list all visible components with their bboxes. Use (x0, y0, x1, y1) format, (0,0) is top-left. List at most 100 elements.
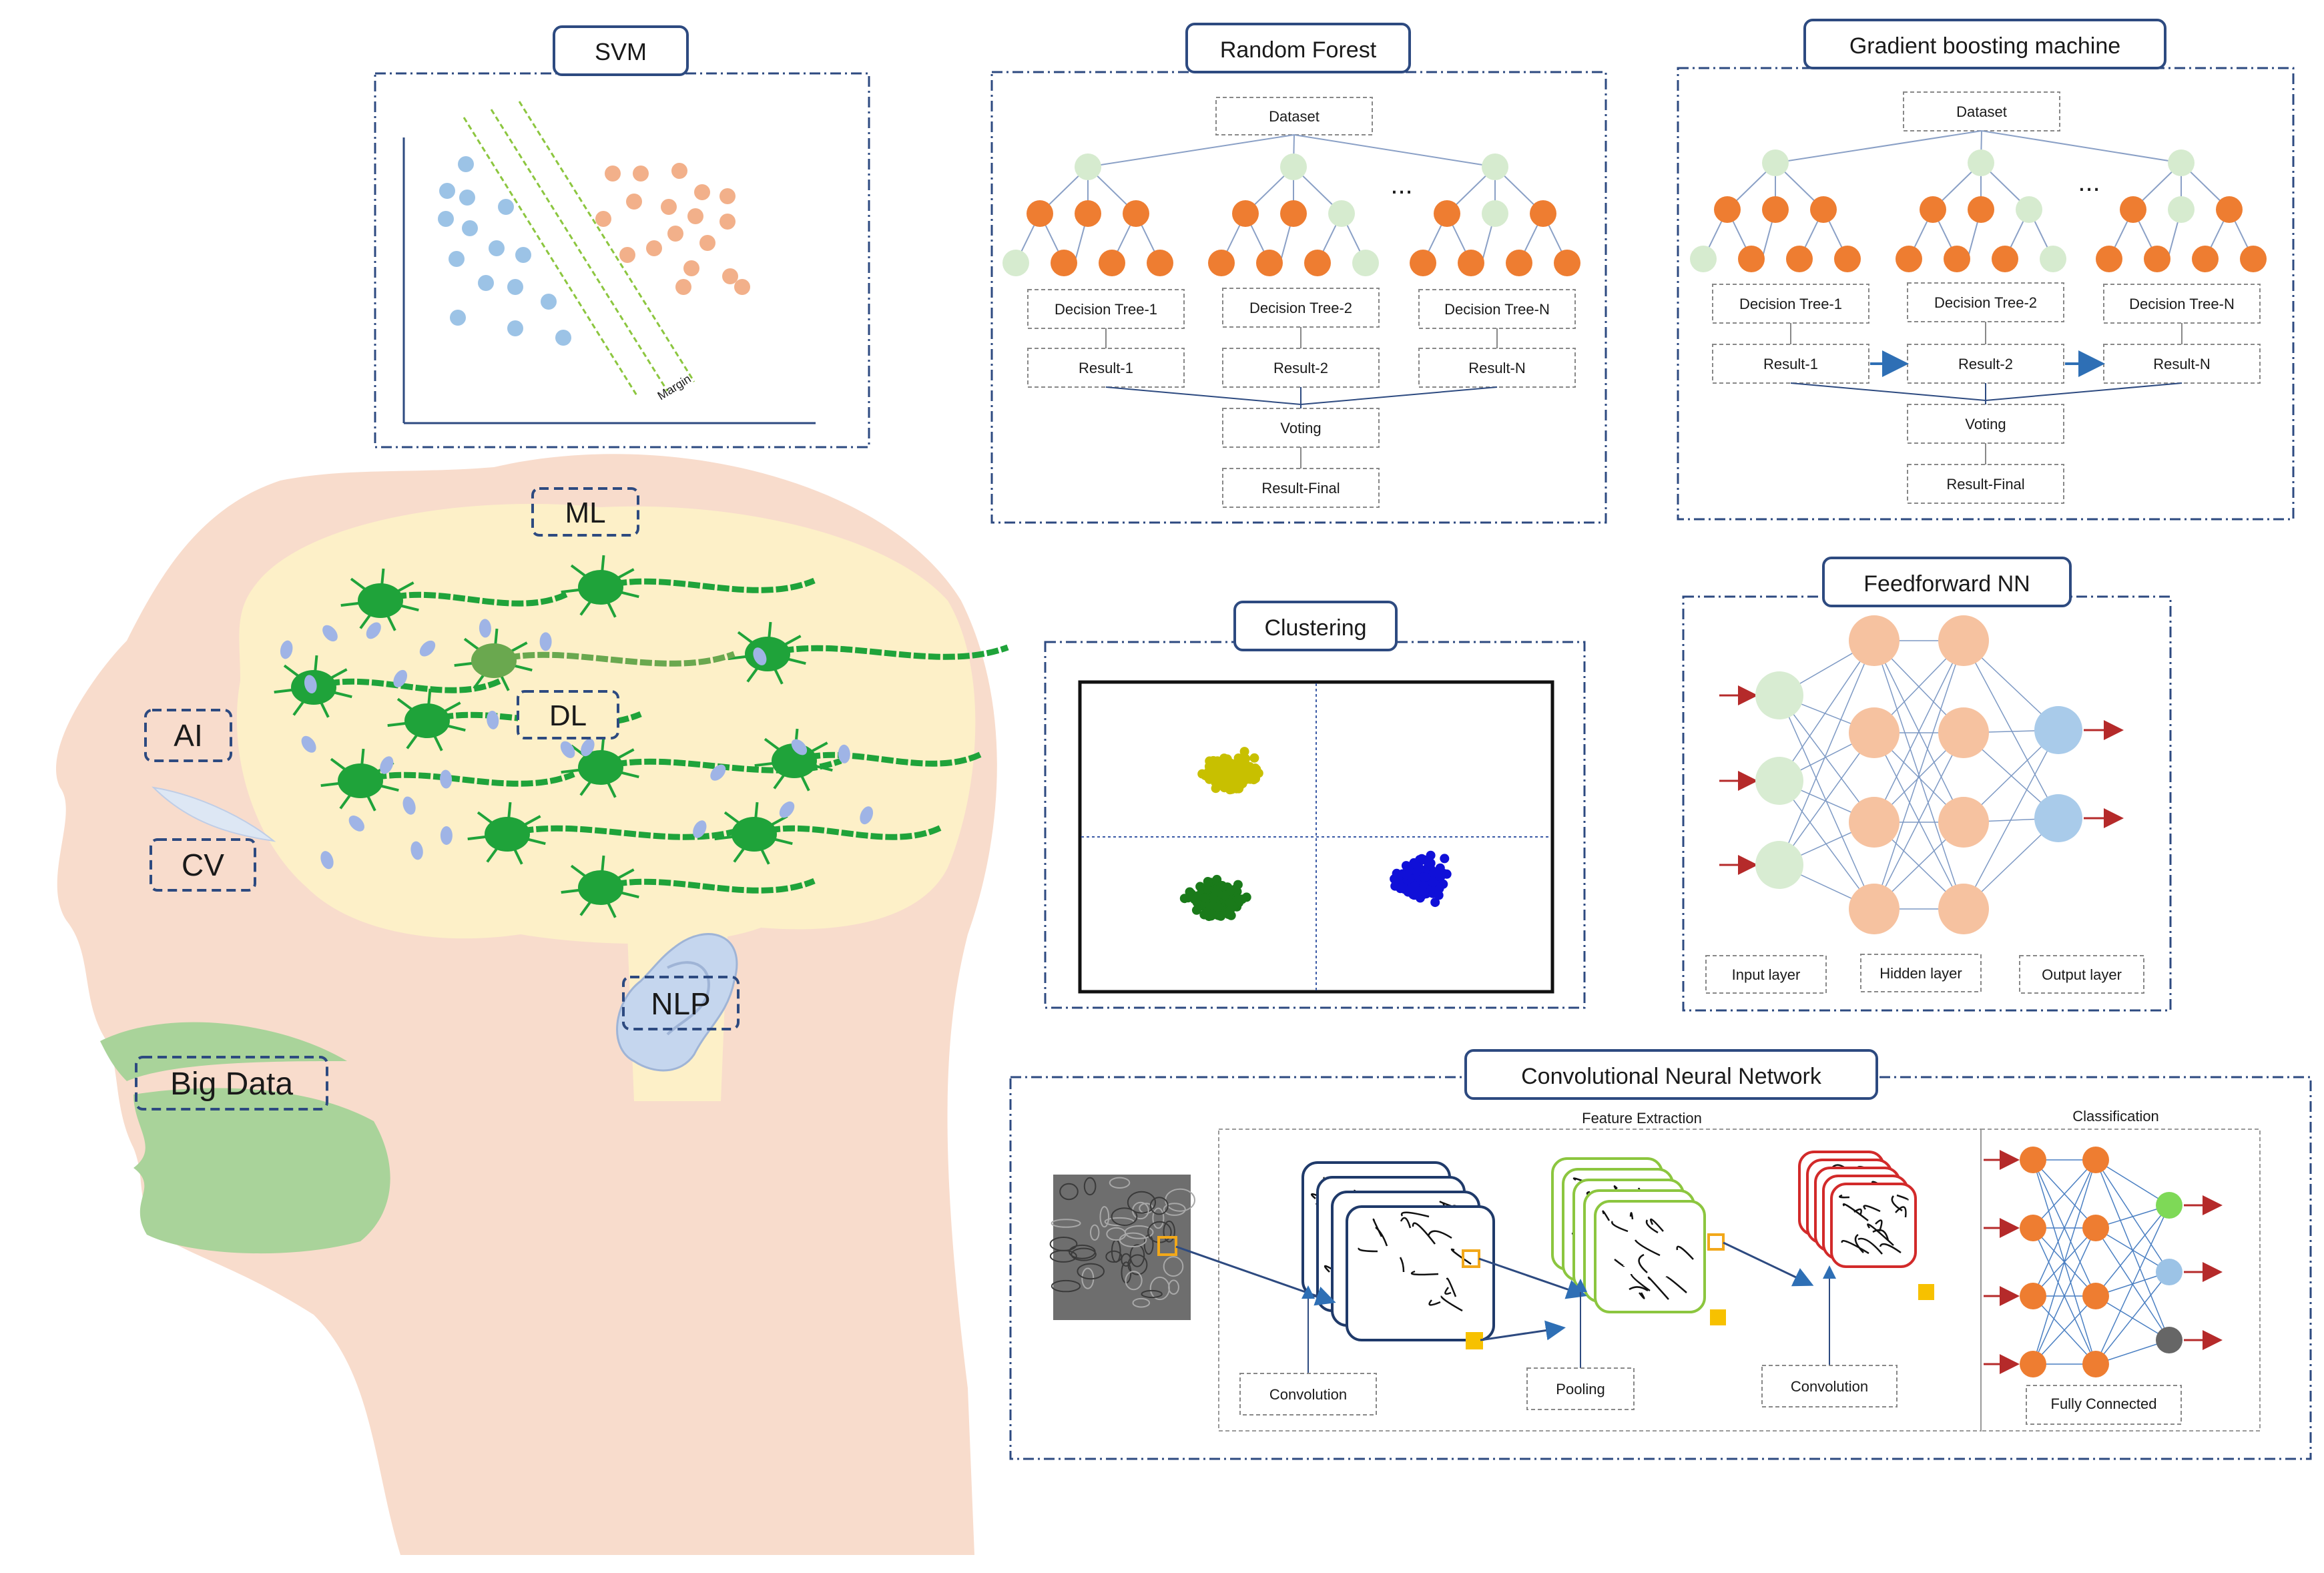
tree-root-node (1968, 149, 1994, 176)
glial-cell (440, 826, 453, 845)
tree-leaf-node (1352, 250, 1379, 276)
glial-cell (366, 622, 381, 639)
hidden-node (1849, 797, 1900, 848)
micrograph-cell (1077, 1263, 1105, 1280)
tree-leaf-node (2192, 246, 2219, 272)
svg-text:Clustering: Clustering (1264, 615, 1366, 641)
svg-text:Decision Tree-N: Decision Tree-N (1444, 301, 1550, 318)
fc-node (2020, 1147, 2046, 1173)
tree-leaf-node (1690, 246, 1717, 272)
micrograph-cell (1049, 1237, 1078, 1251)
svg-text:Margin: Margin (655, 372, 693, 402)
random-forest-panel: Random Forest Dataset ... Decision Tree-… (990, 23, 1607, 524)
svg-text:Decision Tree-N: Decision Tree-N (2129, 296, 2235, 312)
conv-feature-map-texture (1410, 1270, 1439, 1276)
pooled-feature-map-texture (1638, 1253, 1648, 1273)
micrograph-cell (1059, 1183, 1079, 1201)
conv-feature-map-texture (1450, 1248, 1472, 1265)
svm-panel: SVM Margin (374, 25, 870, 448)
glial-cell (560, 741, 575, 758)
conv-feature-map-texture (1372, 1218, 1383, 1237)
fc-edge (2095, 1205, 2170, 1297)
tree-root-node (1280, 153, 1307, 180)
ffnn-edge (1779, 695, 1875, 823)
cluster-point (1210, 758, 1220, 768)
axon (312, 677, 502, 693)
ffnn-edge (1873, 732, 1964, 910)
glial-cell (581, 738, 595, 757)
tree-leaf-node (1506, 250, 1532, 276)
cluster-point (1435, 863, 1445, 873)
neuron-soma (578, 570, 623, 605)
cluster-point (1402, 870, 1412, 880)
svg-text:AI: AI (174, 718, 202, 753)
pooled-feature-map-texture (1639, 1292, 1645, 1299)
conv2-feature-map-texture (1841, 1240, 1869, 1255)
class-output-node (2156, 1327, 2183, 1353)
output-pixel-marker (1466, 1332, 1483, 1349)
cluster-point (1417, 854, 1427, 864)
glial-cell (753, 647, 767, 665)
pooled-feature-map-texture (1629, 1286, 1649, 1292)
tree-node (1232, 200, 1259, 227)
cnn-fully-connected (1984, 1147, 2223, 1377)
label-cv: CV (150, 838, 256, 892)
ffnn-network (1719, 615, 2124, 934)
axon (599, 577, 816, 593)
svg-text:Big Data: Big Data (170, 1066, 293, 1102)
tree-leaf-node (1147, 250, 1173, 276)
svg-text:Result-2: Result-2 (1958, 356, 2013, 372)
tree-edge (1087, 134, 1295, 168)
conv-feature-map-texture (1358, 1247, 1378, 1253)
tree-leaf-node (1834, 246, 1861, 272)
svm-point-class-a (507, 320, 523, 336)
output-node (2034, 794, 2082, 842)
svm-point-class-b (595, 211, 611, 227)
pooled-feature-map-texture (1676, 1245, 1694, 1260)
cluster-point (1219, 753, 1229, 763)
tree-leaf-node (2144, 246, 2170, 272)
cluster-point (1225, 898, 1235, 908)
conv-feature-map-texture (1428, 1299, 1441, 1306)
rf-result-labels: Result-1 Result-2 Result-N (1027, 348, 1576, 388)
conv2-feature-map-texture (1872, 1229, 1890, 1241)
cnn-feature-maps (1175, 1151, 1934, 1373)
ffnn-edge (1779, 732, 1875, 866)
conv-feature-map-texture (1446, 1277, 1457, 1297)
neuron-soma (471, 643, 517, 678)
neuron-soma (338, 763, 383, 798)
tree-node (1810, 196, 1837, 223)
glial-cell (322, 625, 338, 642)
svg-text:Result-N: Result-N (2153, 356, 2211, 372)
svg-text:Decision Tree-1: Decision Tree-1 (1055, 301, 1157, 318)
svg-text:Classification: Classification (2072, 1108, 2159, 1125)
axon (379, 591, 569, 607)
cluster-point (1239, 747, 1249, 757)
pooled-feature-map-texture (1611, 1221, 1629, 1233)
pooled-feature-map-texture (1650, 1218, 1664, 1232)
neuron-soma (578, 750, 623, 785)
micrograph-cell (1071, 1247, 1097, 1261)
cluster-point (1185, 887, 1195, 897)
fc-node (2082, 1351, 2109, 1377)
tree-leaf-node (1786, 246, 1813, 272)
cluster-point (1434, 884, 1444, 894)
svm-point-class-a (498, 199, 514, 215)
hidden-node (1938, 884, 1989, 934)
fc-node (2082, 1147, 2109, 1173)
fc-edge (2095, 1205, 2170, 1365)
micrograph-cell (1051, 1279, 1081, 1293)
tree-root-node (1075, 153, 1101, 180)
feature-arrow (1480, 1320, 1566, 1341)
glial-cell (487, 710, 499, 729)
tree-node (1123, 200, 1149, 227)
conv-feature-map-texture (1399, 1257, 1405, 1273)
pooled-feature-map (1594, 1200, 1706, 1313)
neuron-soma (404, 703, 450, 738)
svg-text:...: ... (1390, 170, 1412, 200)
tree-leaf-node (1099, 250, 1125, 276)
cluster-point (1212, 874, 1222, 884)
fc-edge (2095, 1271, 2170, 1365)
cluster-point (1222, 761, 1232, 771)
